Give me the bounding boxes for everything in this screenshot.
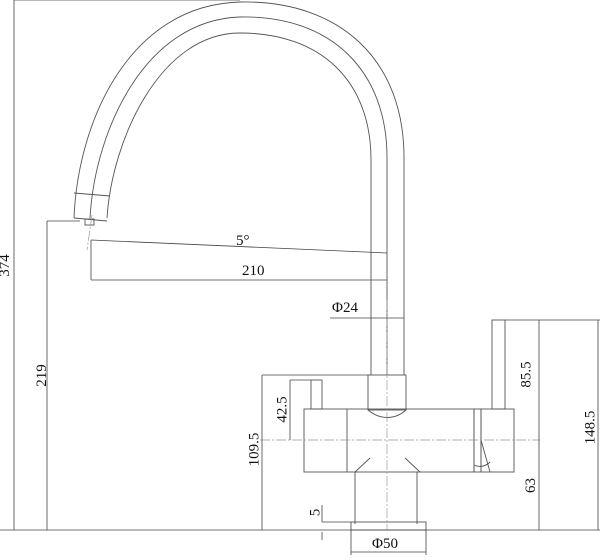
dim-base-offset: 5 [307, 508, 324, 517]
dim-body-height: 109.5 [246, 432, 263, 467]
dim-spout-reach: 210 [242, 263, 265, 279]
dim-base-diameter: Φ50 [372, 536, 398, 552]
dim-right-axis-height: 63 [523, 478, 539, 493]
spout-centerline [86, 214, 93, 251]
faucet-body [303, 319, 515, 531]
dim-spout-angle: 5° [236, 233, 250, 249]
dim-right-handle-upper: 85.5 [518, 361, 535, 388]
dim-overall-height: 374 [0, 254, 13, 277]
spout [73, 1, 405, 375]
dim-spout-outlet-height: 219 [33, 364, 50, 387]
dim-spout-diameter: Φ24 [332, 300, 358, 316]
dim-left-handle-height: 42.5 [274, 396, 291, 423]
dim-right-handle-total: 148.5 [582, 410, 599, 445]
